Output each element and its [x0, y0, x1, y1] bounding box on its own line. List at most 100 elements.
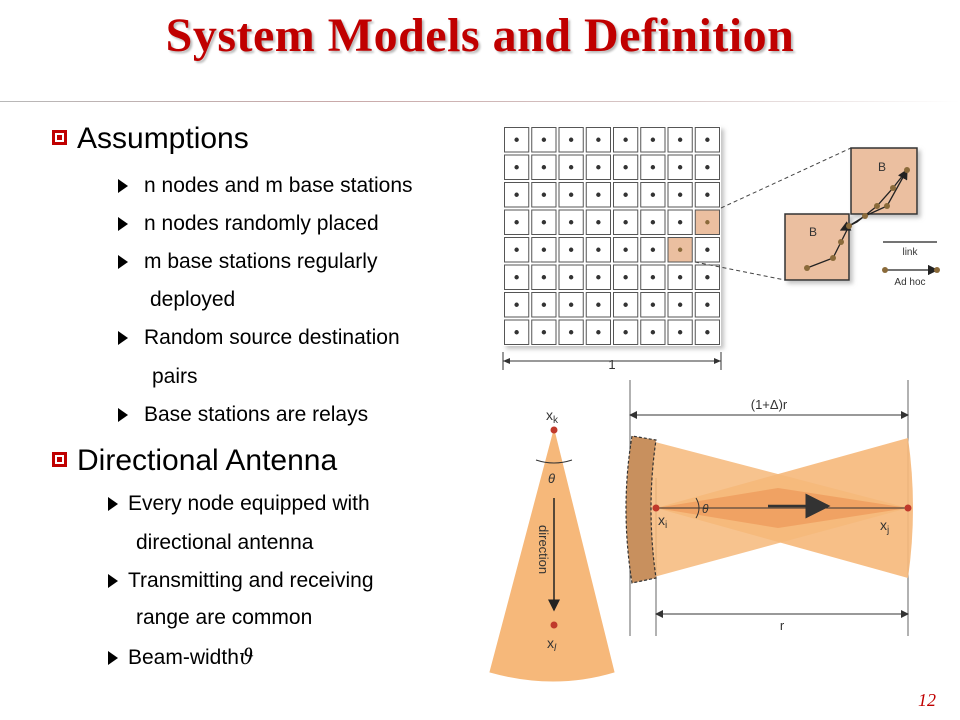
range-label: (1+Δ)r [751, 397, 788, 412]
base-station-dot [650, 275, 656, 280]
base-station-dot [705, 220, 710, 225]
base-station-dot [568, 247, 574, 252]
base-station-dot [705, 165, 710, 170]
list-item: Beam-widthϑ [108, 645, 254, 670]
arrow-bullet-icon [108, 574, 118, 588]
node-dot [890, 185, 896, 191]
grid-network-figure: 1 B B link Ad hoc [502, 126, 940, 372]
base-station-dot [650, 165, 656, 170]
grid-cell [640, 209, 666, 235]
arrow-bullet-icon [118, 331, 128, 345]
base-station-dot [705, 247, 710, 252]
angle-arc [695, 497, 700, 519]
grid-cell [531, 127, 557, 153]
scale-arrow-left [503, 358, 510, 364]
base-station-dot [705, 137, 710, 142]
base-station-dot [514, 247, 519, 252]
grid-cells [504, 127, 720, 345]
arrow-bullet-icon [118, 217, 128, 231]
arrow-bullet-icon [118, 255, 128, 269]
grid-cell [667, 154, 693, 180]
title-divider [0, 101, 960, 102]
angle-arc [535, 459, 573, 464]
base-station-dot [677, 275, 683, 280]
base-station-dot [568, 275, 574, 280]
section-assumptions: Assumptions [52, 122, 249, 156]
node-xk [550, 426, 558, 434]
base-station-dot [677, 330, 683, 335]
extension-band [625, 435, 657, 584]
base-station-dot [623, 275, 628, 280]
base-station-dot [541, 165, 547, 170]
node-dot [874, 203, 880, 209]
base-station-dot [623, 330, 628, 335]
base-station-dot [596, 275, 601, 280]
base-station-dot [514, 192, 519, 197]
base-station-dot [650, 330, 656, 335]
base-station-dot [568, 330, 574, 335]
base-station-dot [568, 192, 574, 197]
grid-cell [613, 319, 639, 345]
base-station-dot [623, 302, 628, 307]
base-station-dot [596, 330, 601, 335]
base-station-dot [541, 330, 547, 335]
base-station-dot [623, 165, 628, 170]
base-station-dot [514, 137, 519, 142]
node-xi [652, 504, 660, 512]
base-station-dot [677, 165, 683, 170]
list-item-continuation: range are common [136, 606, 313, 629]
page-number: 12 [918, 690, 936, 710]
inset-b-label: B [878, 160, 886, 174]
node-xl [550, 621, 558, 629]
base-station-dot [650, 247, 656, 252]
list-item-continuation: deployed [150, 288, 236, 311]
arrow-bullet-icon [108, 651, 118, 665]
section-directional-antenna: Directional Antenna [52, 444, 337, 478]
base-station-dot [650, 137, 656, 142]
grid-cell [585, 127, 611, 153]
grid-cell [585, 154, 611, 180]
base-station-dot [705, 192, 710, 197]
list-item-continuation: pairs [152, 365, 198, 388]
page-title: System Models and Definition [165, 9, 795, 62]
base-station-dot [705, 302, 710, 307]
base-station-dot [596, 192, 601, 197]
node-dot [884, 203, 890, 209]
base-station-dot [568, 220, 574, 225]
r-label: r [780, 618, 785, 633]
list-item-continuation: directional antenna [136, 531, 314, 554]
square-bullet-icon [52, 130, 67, 145]
node-dot [882, 267, 888, 273]
zoom-line-top [720, 147, 852, 209]
base-station-dot [705, 330, 710, 335]
section-heading: Directional Antenna [77, 444, 338, 477]
base-station-dot [677, 192, 683, 197]
list-item: Transmitting and receiving [108, 569, 374, 593]
beam-cone [489, 429, 615, 682]
arrow-bullet-icon [118, 408, 128, 422]
list-item: Base stations are relays [118, 403, 368, 427]
node-dot [804, 265, 810, 271]
base-station-dot [568, 137, 574, 142]
base-station-dot [596, 302, 601, 307]
base-station-dot [596, 137, 601, 142]
base-station-dot [677, 220, 683, 225]
inset-b-label: B [809, 225, 817, 239]
scale-arrow-right [714, 358, 721, 364]
base-station-dot [677, 137, 683, 142]
base-station-dot [541, 247, 547, 252]
list-item: Every node equipped with [108, 492, 370, 516]
base-station-dot [568, 302, 574, 307]
base-station-dot [623, 192, 628, 197]
base-station-dot [596, 247, 601, 252]
legend-adhoc-label: Ad hoc [894, 277, 925, 288]
directional-cone-figure: θ direction xk xl [489, 407, 615, 682]
list-item: Random source destination [118, 326, 400, 350]
angle-label: θ [702, 502, 709, 516]
node-xj [904, 504, 912, 512]
inset-panel [784, 147, 918, 281]
beam-width-symbol: ϑ [238, 645, 254, 669]
base-station-dot [514, 275, 519, 280]
base-station-dot [705, 275, 710, 280]
list-item: m base stations regularly [118, 250, 377, 274]
